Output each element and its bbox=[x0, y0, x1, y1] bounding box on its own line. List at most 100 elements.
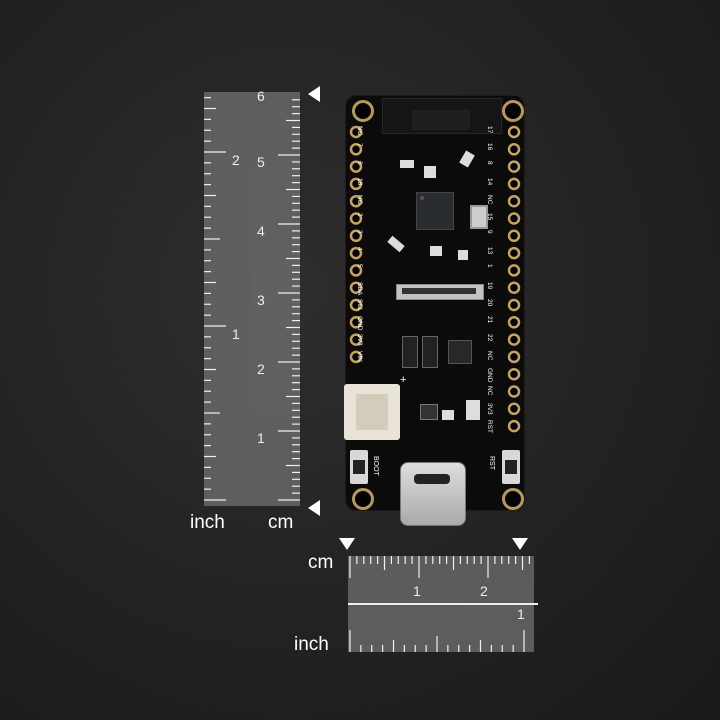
header-pin bbox=[507, 194, 521, 208]
vr-cm-6: 6 bbox=[257, 88, 265, 104]
header-pin bbox=[507, 212, 521, 225]
header-pin bbox=[507, 160, 521, 173]
battery-plus-label: + bbox=[400, 374, 407, 386]
hr-divider bbox=[348, 603, 538, 605]
vr-inch-label: inch bbox=[190, 512, 225, 533]
header-pin bbox=[507, 246, 521, 260]
header-pin bbox=[507, 143, 521, 156]
header-pin bbox=[349, 177, 363, 191]
vertical-ruler-inch-strip bbox=[204, 92, 252, 506]
regulator-2 bbox=[422, 336, 438, 368]
pin-label: 4 bbox=[356, 247, 363, 251]
antenna-pad bbox=[412, 110, 470, 130]
header-pin bbox=[349, 125, 363, 139]
component-smd-2 bbox=[424, 166, 436, 178]
pin-label: 3 bbox=[356, 229, 363, 234]
header-pin bbox=[349, 229, 363, 243]
pin-label: 3V3 bbox=[486, 402, 493, 415]
pin-label: 6 bbox=[356, 160, 363, 165]
header-pin bbox=[349, 316, 363, 329]
vr-cm-4: 4 bbox=[257, 223, 265, 239]
rst-button-cap bbox=[505, 460, 517, 474]
pin-label: 9 bbox=[486, 229, 493, 234]
header-pin bbox=[507, 385, 521, 398]
hr-cm-2: 2 bbox=[480, 583, 488, 599]
component-smd-5 bbox=[430, 246, 442, 256]
header-pin bbox=[349, 160, 363, 173]
hr-right-arrow bbox=[512, 538, 528, 550]
ic-small bbox=[448, 340, 472, 364]
header-pin bbox=[349, 264, 363, 277]
mount-hole-top-right bbox=[502, 100, 524, 122]
vr-cm-3: 3 bbox=[257, 292, 265, 308]
pin-label: 3V3 bbox=[356, 333, 363, 346]
hr-cm-label: cm bbox=[308, 552, 334, 573]
header-pin bbox=[349, 281, 363, 294]
header-pin bbox=[507, 402, 521, 416]
vr-cm-1: 1 bbox=[257, 430, 265, 446]
pin-label: SCL bbox=[356, 299, 363, 312]
component-crystal bbox=[470, 205, 488, 229]
hr-inch-label: inch bbox=[294, 634, 329, 655]
pin-label: VIN bbox=[356, 350, 363, 362]
rst-label: RST bbox=[488, 456, 495, 470]
usb-c-port bbox=[400, 462, 466, 526]
header-pin bbox=[349, 212, 363, 225]
header-pin bbox=[507, 264, 521, 277]
pin-label: 16 bbox=[486, 143, 493, 151]
pin-label: 21 bbox=[486, 316, 493, 324]
mount-hole-bottom-left bbox=[352, 488, 374, 510]
boot-label: BOOT bbox=[372, 456, 379, 476]
header-pin bbox=[507, 333, 521, 346]
horizontal-ruler-ticks bbox=[349, 556, 530, 652]
component-smd-1 bbox=[400, 160, 414, 168]
header-pin bbox=[507, 177, 521, 191]
hr-cm-1: 1 bbox=[413, 583, 421, 599]
header-pin bbox=[507, 316, 521, 329]
pin-label: GND bbox=[486, 368, 493, 383]
pin-label: 22 bbox=[486, 333, 493, 341]
hr-inch-1: 1 bbox=[517, 606, 525, 622]
vr-top-arrow bbox=[308, 86, 320, 102]
vr-inch-2: 2 bbox=[232, 152, 240, 168]
header-pin bbox=[349, 143, 363, 156]
battery-connector-slot bbox=[356, 394, 388, 430]
vertical-ruler-ticks bbox=[204, 97, 300, 501]
pin-label: 8 bbox=[486, 160, 493, 165]
pin-label: 5 bbox=[356, 264, 363, 269]
component-smd-8 bbox=[442, 410, 454, 420]
component-smd-9 bbox=[466, 400, 480, 420]
header-pin bbox=[507, 229, 521, 243]
fpc-connector-inner bbox=[402, 288, 476, 294]
header-pin bbox=[349, 350, 363, 364]
pin-label: 19 bbox=[486, 281, 493, 289]
pin-label: NC bbox=[486, 385, 493, 395]
pin-label: 20 bbox=[486, 299, 493, 307]
pin-label: 17 bbox=[486, 126, 493, 134]
header-pin bbox=[349, 246, 363, 260]
mount-hole-top-left bbox=[352, 100, 374, 122]
regulator-1 bbox=[402, 336, 418, 368]
pin-label: NC bbox=[486, 350, 493, 361]
pin-label: 18 bbox=[356, 177, 363, 186]
pin-headers bbox=[349, 125, 521, 433]
pin-label: NC bbox=[356, 126, 363, 136]
header-pin bbox=[507, 367, 521, 381]
dev-board bbox=[346, 96, 524, 510]
component-smd-7 bbox=[420, 404, 438, 420]
component-smd-6 bbox=[458, 250, 468, 260]
pin-label: GND bbox=[356, 316, 363, 331]
pin-label: 14 bbox=[486, 177, 493, 186]
header-pin bbox=[507, 298, 521, 312]
header-pin bbox=[507, 419, 521, 433]
vr-cm-label: cm bbox=[268, 512, 294, 533]
hr-left-arrow bbox=[339, 538, 355, 550]
header-pin bbox=[507, 125, 521, 139]
pin-label: 1 bbox=[486, 264, 493, 269]
mcu-dot bbox=[420, 196, 424, 200]
pin-label: SDA bbox=[356, 281, 363, 296]
pin-label: NC bbox=[486, 195, 493, 205]
vr-bottom-arrow bbox=[308, 500, 320, 516]
